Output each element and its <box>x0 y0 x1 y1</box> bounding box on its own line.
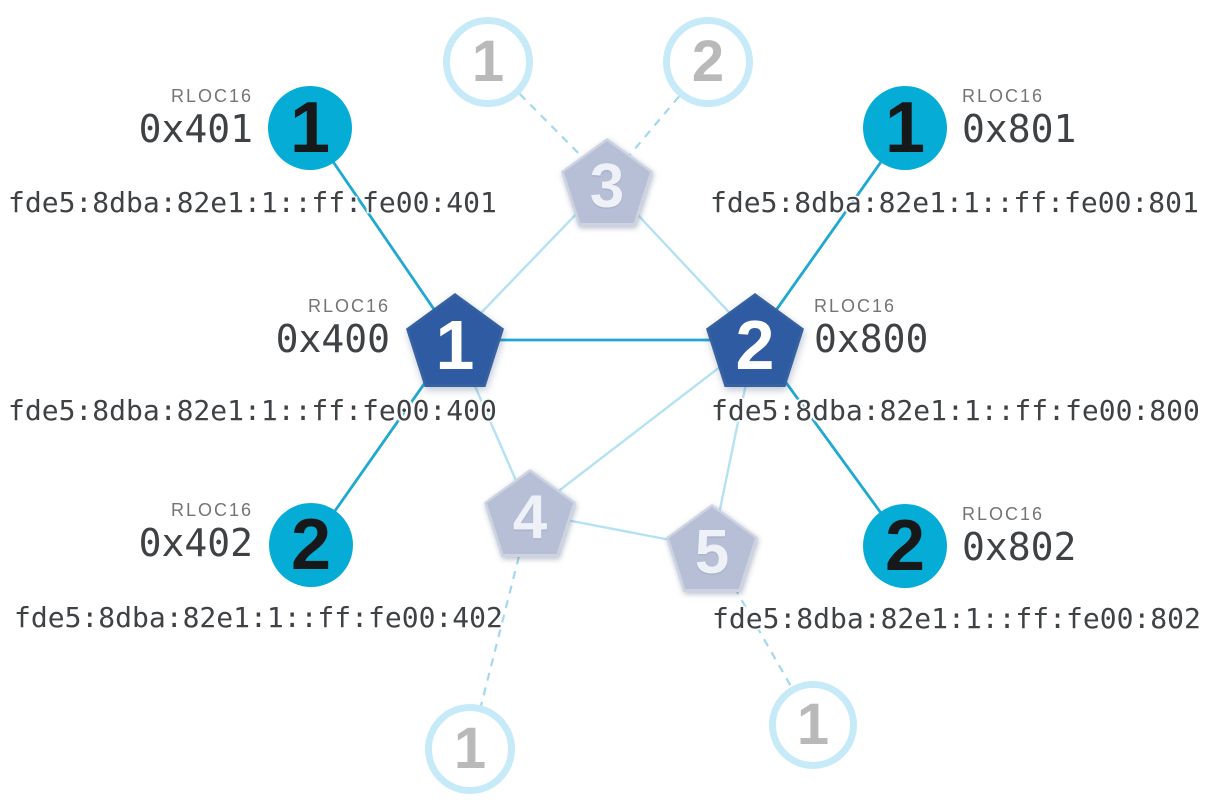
node-number: 2 <box>691 29 725 94</box>
node-number: 2 <box>735 306 775 384</box>
child-node-faded-top-2[interactable]: 2 <box>663 17 753 107</box>
child-node-802[interactable]: 2 <box>863 504 947 588</box>
child-node-faded-top-1[interactable]: 1 <box>443 17 533 107</box>
child-node-801[interactable]: 1 <box>863 86 947 170</box>
rloc16-value: 0x400 <box>275 317 390 361</box>
router-node-2[interactable]: 2 <box>706 293 804 387</box>
child-node-faded-bottom-1[interactable]: 1 <box>425 704 515 794</box>
router-node-1[interactable]: 1 <box>406 293 504 387</box>
router-node-5[interactable]: 5 <box>666 504 758 592</box>
node-number: 2 <box>290 505 332 585</box>
node-number: 1 <box>796 692 830 757</box>
ipv6-address: fde5:8dba:82e1:1::ff:fe00:400 <box>8 394 497 427</box>
ipv6-address: fde5:8dba:82e1:1::ff:fe00:402 <box>14 601 503 634</box>
link-router-2--router-4 <box>529 339 756 514</box>
rloc16-title: RLOC16 <box>170 86 253 106</box>
node-number: 5 <box>694 518 730 587</box>
child-node-401[interactable]: 1 <box>268 86 352 170</box>
ipv6-address: fde5:8dba:82e1:1::ff:fe00:800 <box>711 394 1200 427</box>
node-number: 3 <box>589 152 625 221</box>
rloc16-title: RLOC16 <box>307 296 390 316</box>
rloc16-title: RLOC16 <box>170 500 253 520</box>
rloc16-value: 0x401 <box>138 107 253 151</box>
rloc16-value: 0x800 <box>814 317 929 361</box>
router-node-4[interactable]: 4 <box>484 469 576 557</box>
link-child-faded-top-2--router-3 <box>606 61 709 183</box>
rloc16-title: RLOC16 <box>814 296 897 316</box>
child-node-faded-bottom-2[interactable]: 1 <box>769 681 857 769</box>
node-number: 1 <box>435 306 475 384</box>
rloc16-value: 0x402 <box>138 521 253 565</box>
ipv6-address: fde5:8dba:82e1:1::ff:fe00:401 <box>8 186 497 219</box>
link-router-2--child-801 <box>753 127 907 341</box>
rloc16-value: 0x802 <box>962 525 1077 569</box>
rloc16-value: 0x801 <box>962 107 1077 151</box>
rloc16-title: RLOC16 <box>962 504 1045 524</box>
node-number: 1 <box>453 716 487 781</box>
node-number: 1 <box>471 29 505 94</box>
child-node-402[interactable]: 2 <box>269 503 353 587</box>
node-number: 2 <box>884 506 926 586</box>
ipv6-address: fde5:8dba:82e1:1::ff:fe00:802 <box>712 602 1201 635</box>
node-number: 4 <box>512 483 548 552</box>
ipv6-address: fde5:8dba:82e1:1::ff:fe00:801 <box>710 186 1199 219</box>
node-number: 1 <box>884 88 926 168</box>
node-number: 1 <box>289 88 331 168</box>
router-node-3[interactable]: 3 <box>561 138 653 226</box>
rloc16-title: RLOC16 <box>962 86 1045 106</box>
link-child-401--router-1 <box>308 127 457 341</box>
